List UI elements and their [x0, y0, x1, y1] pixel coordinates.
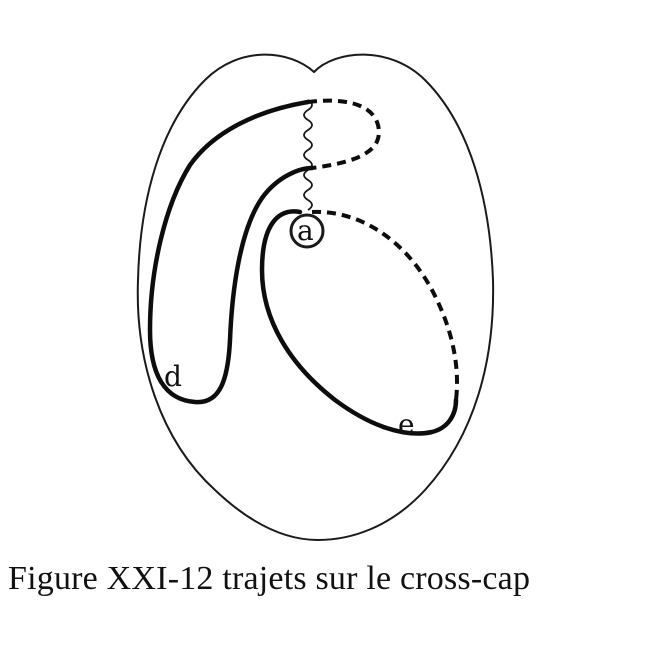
point-a-marker [289, 213, 325, 249]
path-d-solid [147, 99, 315, 405]
label-d: d [164, 360, 182, 393]
path-top-dashed-loop [307, 98, 381, 170]
label-e: e [398, 408, 415, 441]
label-a: a [297, 214, 314, 247]
path-e-solid [259, 209, 459, 436]
cross-cap-outline [136, 53, 495, 541]
figure-caption: Figure XXI-12 trajets sur le cross-cap [8, 560, 531, 597]
cross-cap-seam [303, 99, 313, 211]
path-a-dashed [311, 209, 459, 401]
